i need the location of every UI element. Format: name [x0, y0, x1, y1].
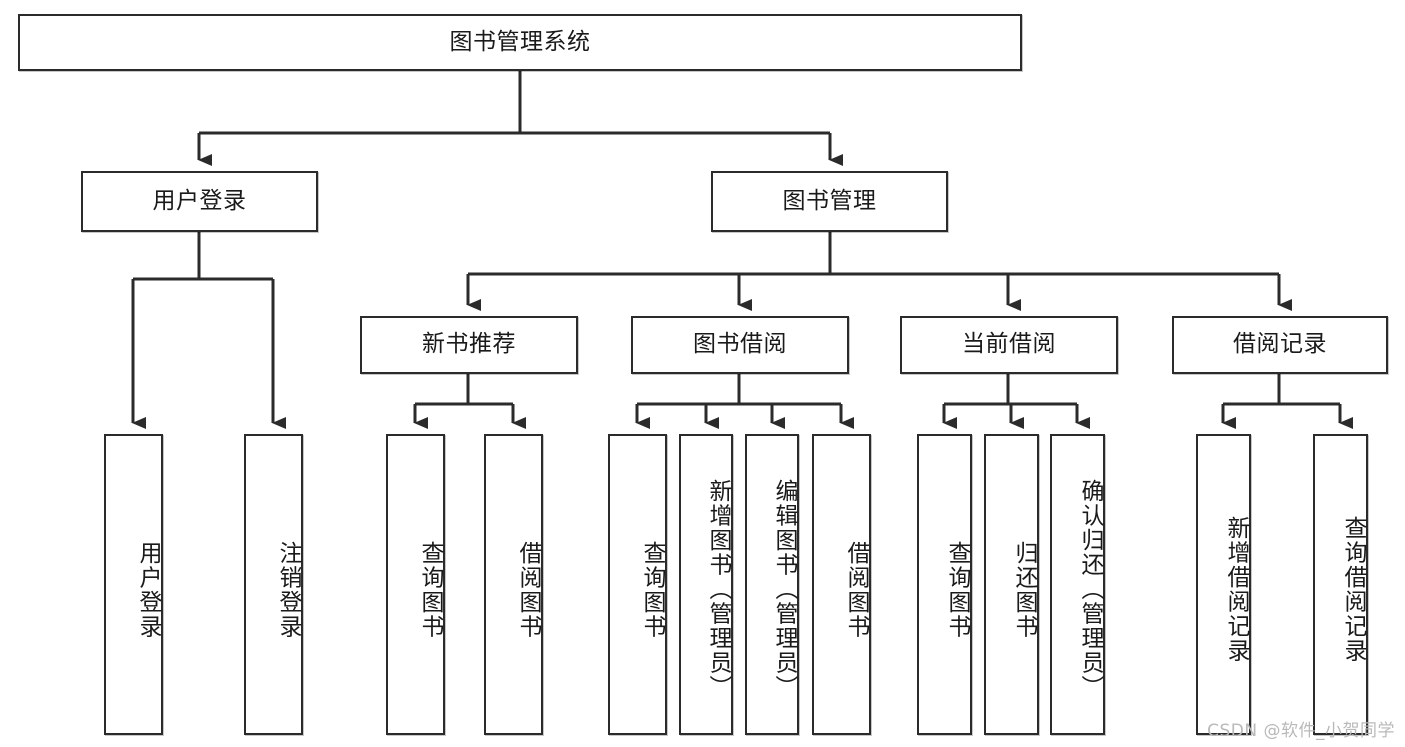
node-book-manage[interactable]: 图书管理 [711, 171, 948, 232]
node-new-book-rec[interactable]: 新书推荐 [360, 316, 578, 374]
node-current-borrow[interactable]: 当前借阅 [900, 316, 1118, 374]
node-leaf-query-book-rec-label: 查询图书 [417, 540, 443, 639]
node-leaf-confirm-return-label: 确认归还（管理员） [1077, 479, 1103, 700]
node-leaf-user-login[interactable]: 用户登录 [104, 434, 163, 735]
node-book-borrow-label: 图书借阅 [693, 331, 787, 358]
node-user-login-label: 用户登录 [152, 187, 247, 214]
node-leaf-edit-book[interactable]: 编辑图书（管理员） [745, 434, 799, 735]
node-leaf-add-record[interactable]: 新增借阅记录 [1196, 434, 1251, 735]
node-leaf-borrow-book-rec[interactable]: 借阅图书 [484, 434, 543, 735]
node-leaf-return-book-label: 归还图书 [1011, 540, 1037, 639]
node-leaf-edit-book-label: 编辑图书（管理员） [771, 479, 797, 700]
node-leaf-borrow-book-label: 借阅图书 [843, 540, 869, 639]
node-leaf-borrow-book[interactable]: 借阅图书 [812, 434, 871, 735]
csdn-watermark: CSDN @软件_小贺同学 [1207, 721, 1395, 741]
node-borrow-record[interactable]: 借阅记录 [1172, 316, 1388, 374]
node-leaf-logout-label: 注销登录 [275, 540, 301, 639]
node-root-label: 图书管理系统 [449, 28, 591, 55]
node-leaf-add-record-label: 新增借阅记录 [1223, 516, 1249, 663]
node-leaf-query-book-cur-label: 查询图书 [944, 540, 970, 639]
node-leaf-query-record-label: 查询借阅记录 [1340, 516, 1366, 663]
node-book-manage-label: 图书管理 [782, 187, 877, 214]
node-leaf-query-book-cur[interactable]: 查询图书 [917, 434, 972, 735]
node-root[interactable]: 图书管理系统 [18, 14, 1022, 71]
node-leaf-user-login-label: 用户登录 [135, 540, 161, 639]
node-new-book-rec-label: 新书推荐 [422, 331, 516, 358]
node-leaf-borrow-book-rec-label: 借阅图书 [515, 540, 541, 639]
node-leaf-logout[interactable]: 注销登录 [244, 434, 303, 735]
node-leaf-query-book-borrow[interactable]: 查询图书 [608, 434, 667, 735]
node-leaf-query-record[interactable]: 查询借阅记录 [1313, 434, 1368, 735]
node-current-borrow-label: 当前借阅 [962, 331, 1056, 358]
node-borrow-record-label: 借阅记录 [1233, 331, 1327, 358]
node-leaf-query-book-borrow-label: 查询图书 [639, 540, 665, 639]
node-leaf-add-book-label: 新增图书（管理员） [705, 479, 731, 700]
node-leaf-add-book[interactable]: 新增图书（管理员） [679, 434, 733, 735]
node-leaf-return-book[interactable]: 归还图书 [984, 434, 1039, 735]
node-book-borrow[interactable]: 图书借阅 [631, 316, 849, 374]
node-leaf-query-book-rec[interactable]: 查询图书 [386, 434, 445, 735]
node-leaf-confirm-return[interactable]: 确认归还（管理员） [1050, 434, 1105, 735]
node-user-login[interactable]: 用户登录 [81, 171, 318, 232]
